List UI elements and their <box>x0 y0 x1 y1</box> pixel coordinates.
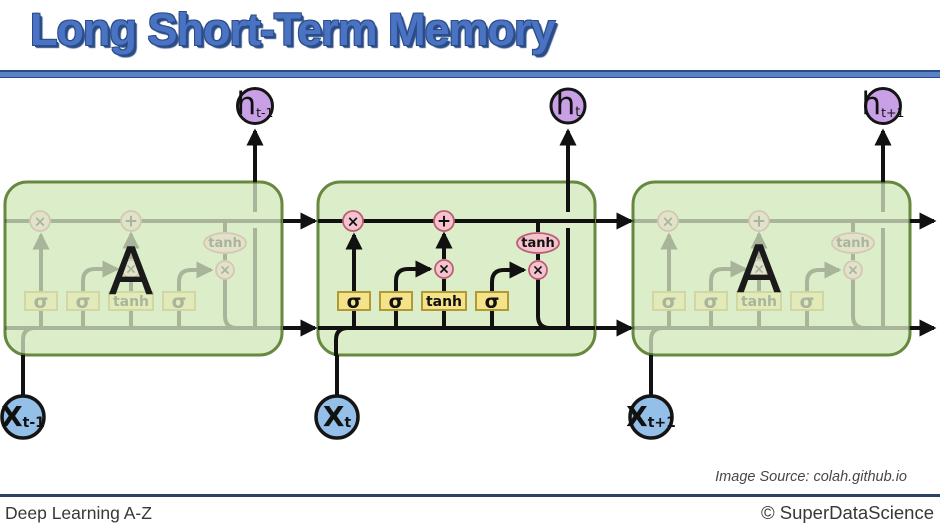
input-node-prev <box>0 394 46 440</box>
input-node-label: Xt <box>323 400 352 433</box>
cell-a-label-previous: A <box>108 234 153 311</box>
image-source-credit: Image Source: colah.github.io <box>715 469 907 485</box>
connector-arrows <box>283 212 937 337</box>
cell-a-label-next: A <box>736 232 781 309</box>
title-separator <box>0 70 940 78</box>
lstm-cell-next <box>631 180 912 357</box>
hidden-node-next <box>864 87 902 125</box>
hidden-node-prev <box>236 87 274 125</box>
lstm-cell-previous <box>3 180 284 357</box>
inputs: Xt-1 Xt Xt+1 <box>0 355 676 440</box>
footer-separator <box>0 494 940 497</box>
footer-course-name: Deep Learning A-Z <box>5 503 152 523</box>
hidden-node-label: ht+1 <box>862 86 905 122</box>
input-node-next <box>628 394 674 440</box>
hidden-node-label: ht-1 <box>236 86 273 122</box>
input-node-label: Xt+1 <box>626 400 676 433</box>
hidden-outputs: ht-1 ht ht+1 <box>236 86 904 182</box>
hidden-node-current <box>549 87 587 125</box>
input-node-label: Xt-1 <box>1 400 45 433</box>
input-node-current <box>314 394 360 440</box>
lstm-cell-current <box>316 180 597 357</box>
hidden-node-label: ht <box>556 86 581 122</box>
page-title: Long Short-Term Memory <box>30 4 556 55</box>
footer-brand: © SuperDataScience <box>760 502 934 523</box>
